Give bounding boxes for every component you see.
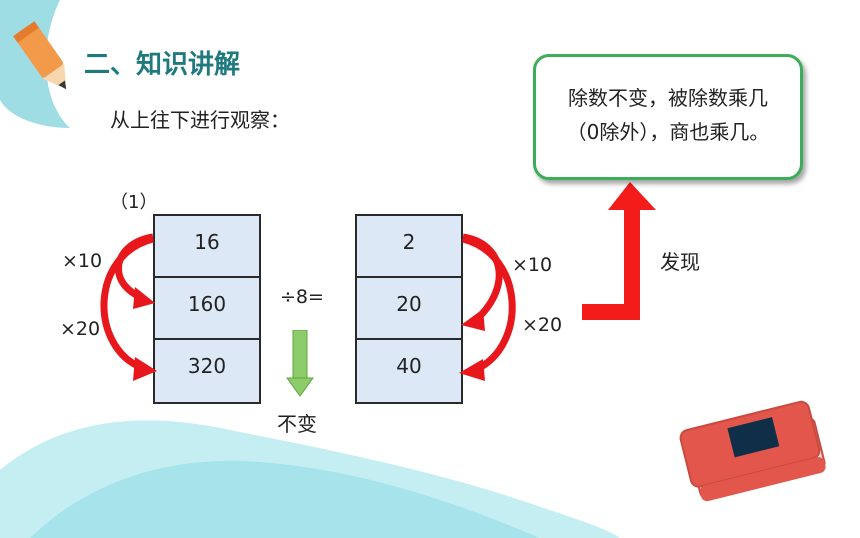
- dividend-cell: 16: [155, 216, 259, 278]
- quotient-column: 2 20 40: [355, 214, 463, 404]
- divisor-unchanged-label: 不变: [277, 412, 317, 436]
- quotient-cell: 20: [357, 278, 461, 340]
- quotient-cell: 2: [357, 216, 461, 278]
- conclusion-line-2: （0除外），商也乘几。: [566, 120, 770, 144]
- right-op-times10: ×10: [512, 254, 553, 276]
- dividend-column: 16 160 320: [153, 214, 261, 404]
- left-op-times20: ×20: [60, 318, 101, 340]
- divisor-operation: ÷8=: [280, 286, 324, 308]
- book-icon: [679, 400, 826, 502]
- left-curved-arrows: [100, 233, 157, 381]
- pencil-icon: [13, 21, 67, 90]
- conclusion-callout: 除数不变，被除数乘几 （0除外），商也乘几。: [533, 54, 803, 180]
- discover-arrow-icon: [582, 182, 656, 320]
- dividend-cell: 320: [187, 354, 227, 378]
- right-op-times20: ×20: [522, 314, 563, 336]
- conclusion-line-1: 除数不变，被除数乘几: [568, 86, 768, 110]
- section-heading: 二、知识讲解: [84, 50, 241, 80]
- instruction-text: 从上往下进行观察：: [110, 108, 290, 132]
- problem-number: （1）: [110, 192, 158, 213]
- quotient-cell: 40: [396, 354, 422, 378]
- left-op-times10: ×10: [62, 250, 103, 272]
- discover-label: 发现: [660, 250, 700, 274]
- dividend-cell: 160: [155, 278, 259, 340]
- right-curved-arrows: [459, 233, 516, 381]
- down-arrow-icon: [286, 330, 314, 397]
